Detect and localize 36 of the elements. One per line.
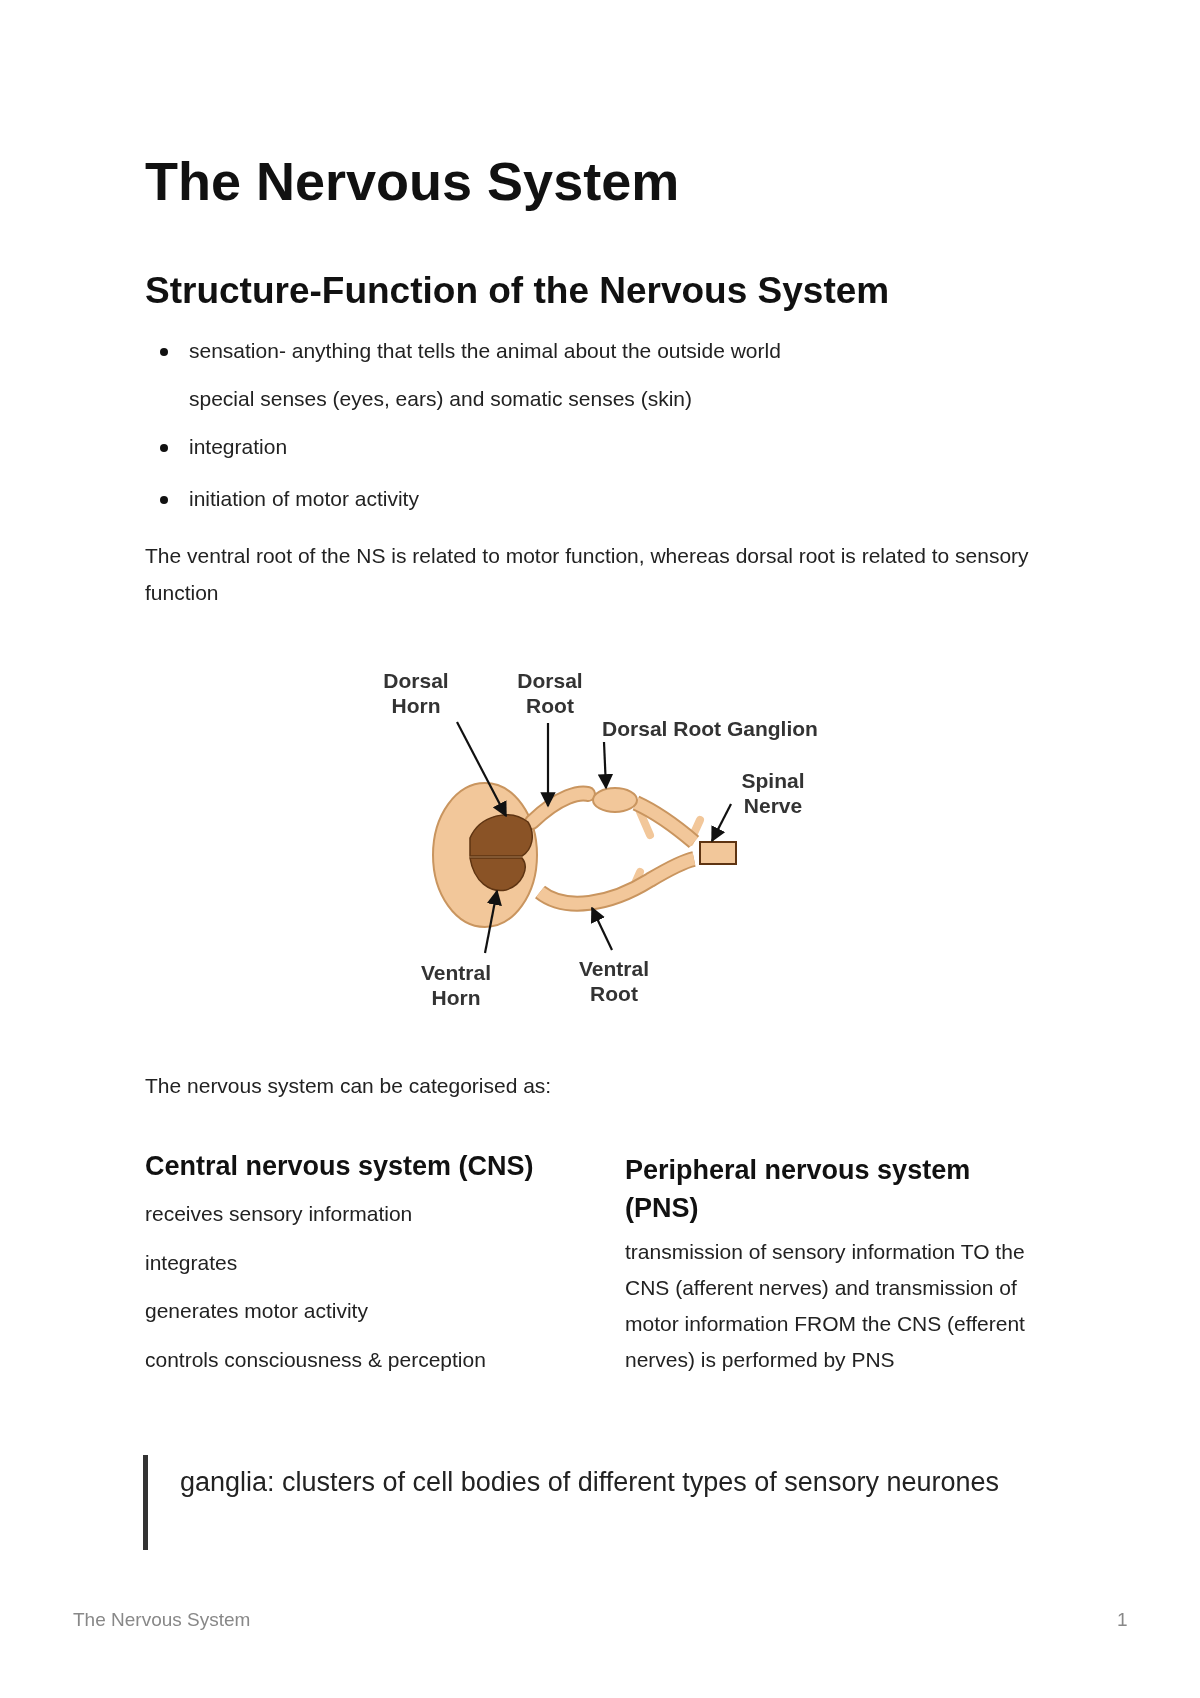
leader-line [711, 803, 732, 843]
part-label: Spinal Nerve [728, 768, 818, 818]
bullet-text: initiation of motor activity [189, 487, 419, 511]
dorsal-horn [469, 814, 533, 857]
ventral-root [535, 851, 696, 912]
bullet-text: sensation- anything that tells the animal about the outside world [189, 339, 781, 363]
column-heading: Central nervous system (CNS) [145, 1151, 534, 1182]
section-heading: Structure-Function of the Nervous System [145, 270, 890, 312]
paragraph: transmission of sensory information TO the CNS (afferent nerves) and transmission of motor information FROM the CNS (efferent nerves) is performed by PNS [625, 1239, 1026, 1373]
bullet-text: integration [189, 435, 288, 459]
ganglion [592, 787, 700, 849]
part-label: Dorsal Root [505, 668, 595, 718]
leader-line [540, 723, 556, 808]
page-title: The Nervous System [145, 150, 680, 212]
part-label: Dorsal Root Ganglion [580, 716, 840, 741]
text-line: generates motor activity [145, 1299, 368, 1323]
paragraph: The ventral root of the NS is related to motor function, whereas dorsal root is related to sensory function [145, 543, 1030, 606]
text-line: special senses (eyes, ears) and somatic senses (skin) [189, 387, 693, 411]
paragraph: The nervous system can be categorised as: [145, 1074, 552, 1098]
text-line: receives sensory information [145, 1202, 413, 1226]
spinal-nerve [699, 841, 737, 865]
part-label: Dorsal Horn [370, 668, 462, 718]
quote-text: ganglia: clusters of cell bodies of different types of sensory neurones [180, 1466, 1000, 1499]
text-line: integrates [145, 1251, 238, 1275]
part-label: Ventral Horn [408, 960, 504, 1010]
page-number: 1 [1117, 1609, 1128, 1631]
column-heading: Peripheral nervous system (PNS) [625, 1154, 972, 1225]
leader-line [597, 741, 614, 790]
leader-line [483, 889, 502, 954]
part-label: Ventral Root [566, 956, 662, 1006]
ventral-horn [469, 857, 526, 892]
text-line: controls consciousness & perception [145, 1348, 486, 1372]
page-footer: The Nervous System [73, 1609, 251, 1631]
leader-line [591, 906, 613, 951]
leader-line [456, 721, 507, 818]
dorsal-root [524, 785, 596, 830]
